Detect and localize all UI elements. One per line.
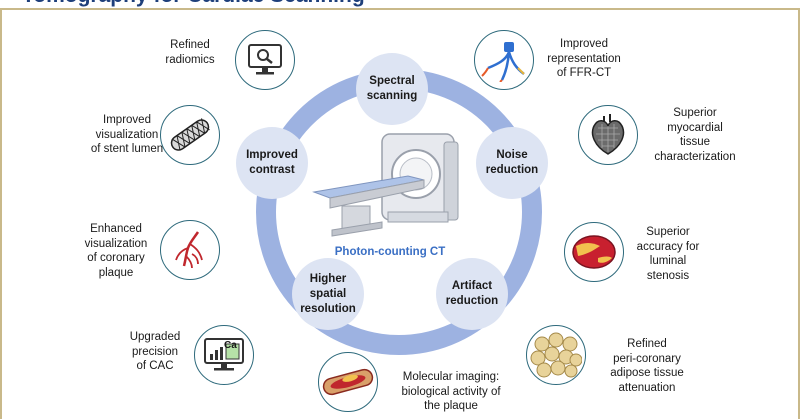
node-spectral-scanning: Spectral scanning — [356, 53, 428, 125]
title-bar: Tomography for Cardiac Scanning — [0, 0, 800, 8]
ffr-heart-icon — [474, 30, 534, 90]
heart-mesh-icon — [578, 105, 638, 165]
stent-icon — [160, 105, 220, 165]
ct-scanner-icon — [312, 133, 459, 237]
node-label: Higher spatial resolution — [300, 272, 356, 315]
feature-label: Enhanced visualization of coronary plaqu… — [84, 223, 148, 279]
monitor-search-icon — [235, 30, 295, 90]
artery-plaque-icon — [318, 352, 378, 412]
coronary-tree-icon — [160, 220, 220, 280]
node-artifact-reduction: Artifact reduction — [436, 258, 508, 330]
node-noise-reduction: Noise reduction — [476, 127, 548, 199]
right-border — [798, 8, 800, 419]
node-label: Noise reduction — [485, 149, 539, 176]
feature-label: Superior myocardial tissue characterizat… — [654, 107, 736, 163]
title-divider — [0, 8, 800, 10]
calcium-symbol: Ca — [224, 340, 237, 351]
feature-label: Refined peri-coronary adipose tissue att… — [610, 338, 684, 394]
feature-label: Upgraded precision of CAC — [129, 331, 181, 372]
feature-label: Molecular imaging: biological activity o… — [401, 371, 501, 412]
node-higher-spatial-resolution: Higher spatial resolution — [292, 258, 364, 330]
monitor-calcium-icon: Ca — [194, 325, 254, 385]
node-label: Artifact reduction — [445, 280, 499, 307]
center-label: Photon-counting CT — [334, 246, 446, 258]
feature-label: Improved visualization of stent lumen — [90, 114, 164, 155]
node-label: Spectral scanning — [366, 75, 418, 102]
feature-label: Refined radiomics — [165, 39, 215, 66]
node-improved-contrast: Improved contrast — [236, 127, 308, 199]
stenosis-cross-section-icon — [564, 222, 624, 282]
feature-label: Superior accuracy for luminal stenosis — [636, 226, 700, 282]
feature-label: Improved representation of FFR-CT — [547, 38, 621, 79]
left-border — [0, 8, 2, 419]
adipose-cells-icon — [526, 325, 586, 385]
node-label: Improved contrast — [246, 149, 298, 176]
page-title: Tomography for Cardiac Scanning — [22, 0, 365, 8]
